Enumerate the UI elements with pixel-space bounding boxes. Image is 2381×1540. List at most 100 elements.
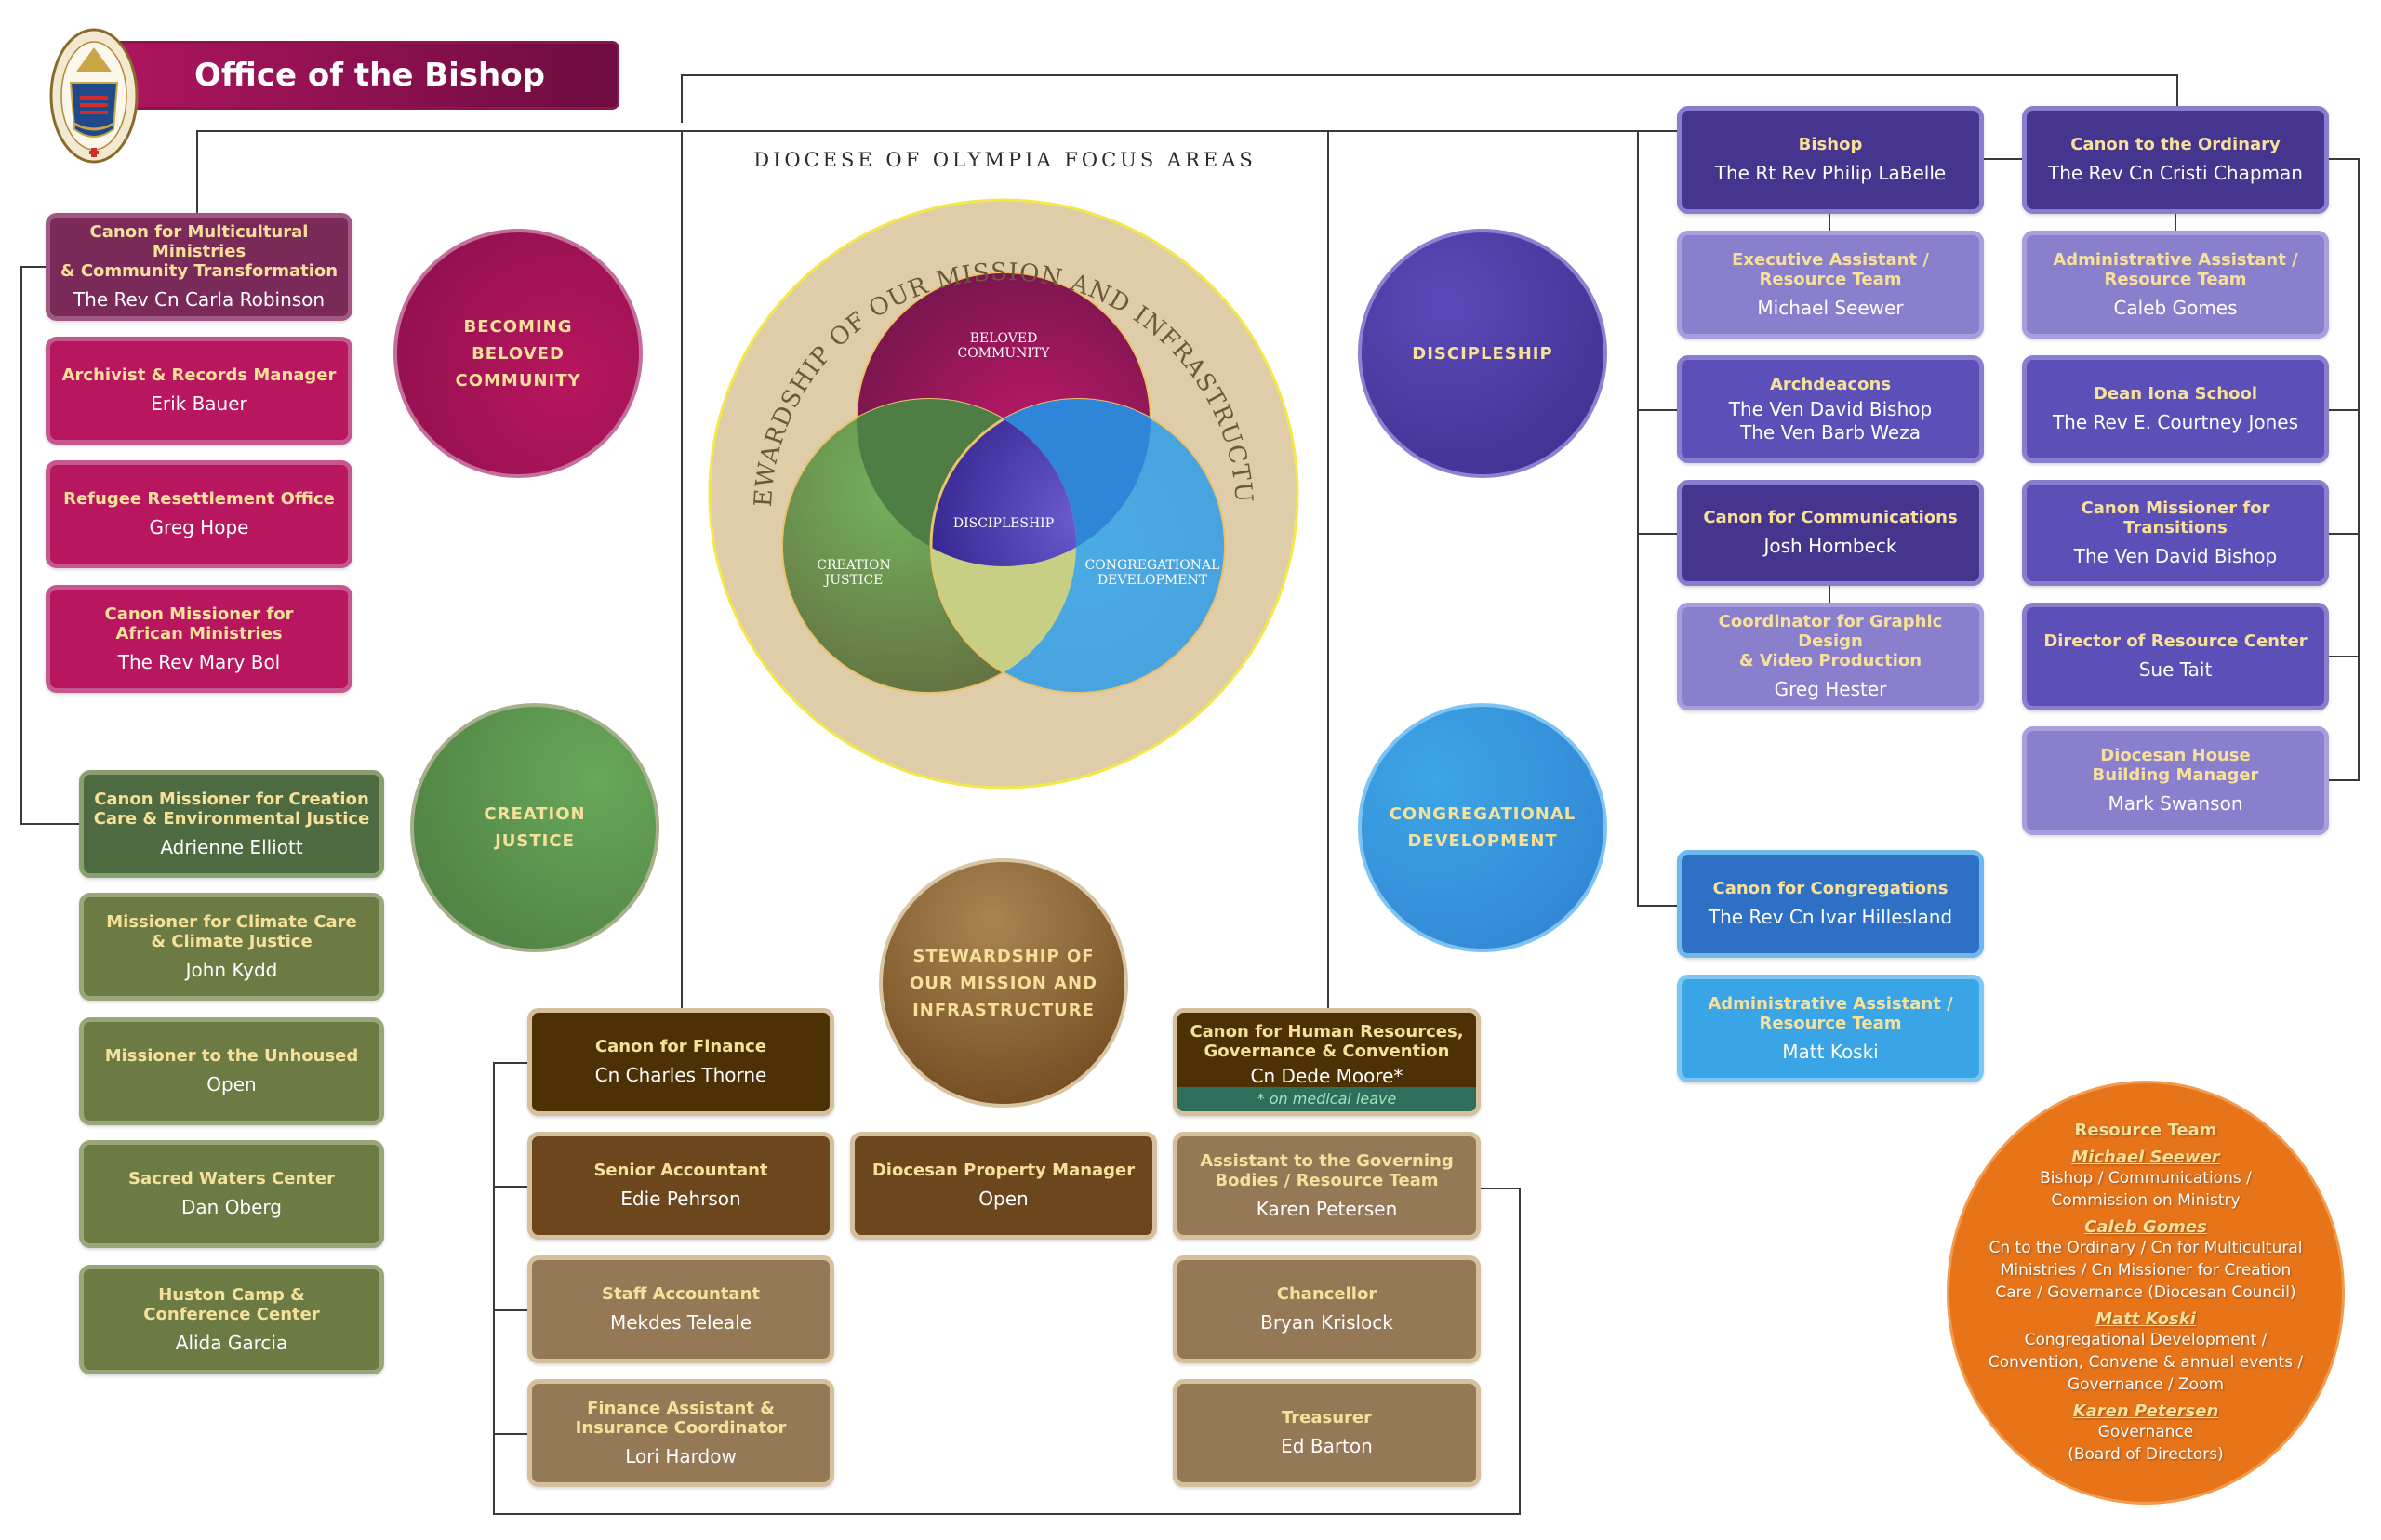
staff-name: Bryan Krislock (1260, 1311, 1393, 1334)
focus-circle-discipleship: DISCIPLESHIP (1358, 229, 1607, 478)
resource-member-name: Karen Petersen (2072, 1401, 2219, 1421)
staff-name: Josh Hornbeck (1763, 535, 1897, 557)
staff-name: Caleb Gomes (2113, 296, 2238, 319)
staff-card-canon-ordinary[interactable]: Canon to the Ordinary The Rev Cn Cristi … (2022, 106, 2329, 214)
role-title: Archdeacons (1769, 374, 1892, 394)
staff-name: The Rt Rev Philip LaBelle (1714, 162, 1947, 184)
staff-card-senior-accountant[interactable]: Senior Accountant Edie Pehrson (527, 1132, 834, 1240)
staff-name: Open (978, 1188, 1029, 1210)
focus-circle-beloved: BECOMING BELOVED COMMUNITY (393, 229, 643, 478)
role-title: Dean Iona School (2093, 384, 2258, 404)
staff-name: John Kydd (185, 958, 278, 981)
venn-diagram: STEWARDSHIP OF OUR MISSION AND INFRASTRU… (706, 196, 1299, 790)
resource-member-roles: Cn to the Ordinary / Cn for Multicultura… (1989, 1238, 2303, 1302)
role-title: Archivist & Records Manager (61, 365, 337, 385)
role-title: Chancellor (1276, 1284, 1377, 1304)
role-title: Bishop (1798, 135, 1863, 154)
resource-member-roles: Bishop / Communications / Commission on … (2040, 1168, 2252, 1210)
focus-circle-label: CREATION JUSTICE (484, 804, 586, 851)
role-title: Refugee Resettlement Office (63, 489, 335, 509)
staff-card-refugee[interactable]: Refugee Resettlement Office Greg Hope (46, 460, 352, 568)
staff-card-canon-congregations[interactable]: Canon for Congregations The Rev Cn Ivar … (1677, 850, 1984, 958)
staff-name: Ed Barton (1281, 1435, 1373, 1457)
staff-card-multicultural[interactable]: Canon for Multicultural Ministries & Com… (46, 213, 352, 321)
staff-name: Adrienne Elliott (160, 835, 303, 858)
role-title: Coordinator for Graphic Design & Video P… (1718, 612, 1943, 670)
staff-name: Edie Pehrson (620, 1188, 741, 1210)
staff-name: The Rev Cn Carla Robinson (73, 288, 326, 311)
staff-card-sacred-waters[interactable]: Sacred Waters Center Dan Oberg (79, 1140, 384, 1248)
staff-name: Dan Oberg (181, 1196, 282, 1218)
focus-circle-congregational: CONGREGATIONAL DEVELOPMENT (1358, 703, 1607, 952)
staff-card-building-manager[interactable]: Diocesan House Building Manager Mark Swa… (2022, 726, 2329, 835)
focus-circle-label: STEWARDSHIP OF OUR MISSION AND INFRASTRU… (909, 946, 1098, 1020)
role-title: Canon for Congregations (1712, 879, 1949, 898)
role-title: Canon to the Ordinary (2070, 135, 2281, 154)
staff-name: Greg Hester (1774, 678, 1887, 700)
staff-card-unhoused[interactable]: Missioner to the Unhoused Open (79, 1017, 384, 1125)
diocesan-seal-icon (48, 27, 140, 165)
role-title: Canon for Finance (594, 1037, 767, 1056)
staff-name: The Ven David Bishop The Ven Barb Weza (1728, 397, 1933, 444)
header-banner: Office of the Bishop (99, 41, 619, 110)
role-title: Diocesan Property Manager (871, 1161, 1136, 1180)
staff-card-chancellor[interactable]: Chancellor Bryan Krislock (1173, 1255, 1481, 1363)
resource-member-name: Caleb Gomes (2084, 1216, 2207, 1237)
focus-areas-title: DIOCESE OF OLYMPIA FOCUS AREAS (753, 149, 1257, 171)
role-title: Staff Accountant (602, 1284, 760, 1304)
role-title: Canon for Human Resources, Governance & … (1190, 1022, 1464, 1061)
venn-label-discipleship: DISCIPLESHIP (952, 516, 1055, 531)
staff-card-canon-hr[interactable]: Canon for Human Resources, Governance & … (1173, 1008, 1481, 1116)
staff-card-huston-camp[interactable]: Huston Camp & Conference Center Alida Ga… (79, 1265, 384, 1374)
staff-card-bishop[interactable]: Bishop The Rt Rev Philip LaBelle (1677, 106, 1984, 214)
staff-card-african-ministries[interactable]: Canon Missioner for African Ministries T… (46, 585, 352, 693)
staff-card-admin-assistant-congregations[interactable]: Administrative Assistant / Resource Team… (1677, 975, 1984, 1082)
role-title: Missioner for Climate Care & Climate Jus… (106, 911, 357, 951)
staff-name: The Rev Cn Cristi Chapman (2048, 162, 2303, 184)
role-title: Canon for Multicultural Ministries & Com… (60, 222, 339, 281)
focus-circle-label: CONGREGATIONAL DEVELOPMENT (1389, 804, 1576, 851)
role-title: Assistant to the Governing Bodies / Reso… (1200, 1150, 1454, 1190)
staff-card-admin-assistant-ordinary[interactable]: Administrative Assistant / Resource Team… (2022, 231, 2329, 339)
staff-card-archivist[interactable]: Archivist & Records Manager Erik Bauer (46, 337, 352, 445)
role-title: Executive Assistant / Resource Team (1732, 249, 1929, 289)
staff-card-transitions[interactable]: Canon Missioner for Transitions The Ven … (2022, 480, 2329, 586)
focus-circle-label: DISCIPLESHIP (1412, 343, 1553, 364)
resource-member-name: Michael Seewer (2071, 1147, 2220, 1167)
staff-name: Cn Charles Thorne (594, 1064, 767, 1086)
staff-card-communications[interactable]: Canon for Communications Josh Hornbeck (1677, 480, 1984, 586)
staff-name: Greg Hope (149, 516, 249, 538)
staff-name: Sue Tait (2138, 658, 2213, 681)
staff-card-climate[interactable]: Missioner for Climate Care & Climate Jus… (79, 893, 384, 1001)
staff-name: Karen Petersen (1256, 1197, 1398, 1220)
role-title: Canon Missioner for African Ministries (104, 604, 294, 644)
resource-member-roles: Congregational Development / Convention,… (1988, 1330, 2304, 1394)
role-title: Canon for Communications (1703, 508, 1958, 527)
staff-card-staff-accountant[interactable]: Staff Accountant Mekdes Teleale (527, 1255, 834, 1363)
staff-card-archdeacons[interactable]: Archdeacons The Ven David Bishop The Ven… (1677, 355, 1984, 463)
staff-card-finance-assistant[interactable]: Finance Assistant & Insurance Coordinato… (527, 1379, 834, 1487)
staff-name: The Rev E. Courtney Jones (2052, 411, 2299, 433)
resource-team-oval: Resource Team Michael Seewer Bishop / Co… (1947, 1081, 2345, 1505)
staff-name: Alida Garcia (175, 1331, 288, 1354)
staff-card-iona-school[interactable]: Dean Iona School The Rev E. Courtney Jon… (2022, 355, 2329, 463)
staff-card-creation-care[interactable]: Canon Missioner for Creation Care & Envi… (79, 770, 384, 878)
staff-card-resource-center[interactable]: Director of Resource Center Sue Tait (2022, 603, 2329, 710)
staff-card-executive-assistant[interactable]: Executive Assistant / Resource Team Mich… (1677, 231, 1984, 339)
staff-card-treasurer[interactable]: Treasurer Ed Barton (1173, 1379, 1481, 1487)
staff-name: Lori Hardow (625, 1444, 737, 1467)
role-title: Diocesan House Building Manager (2092, 746, 2259, 785)
role-title: Canon Missioner for Creation Care & Envi… (93, 789, 370, 829)
staff-card-canon-finance[interactable]: Canon for Finance Cn Charles Thorne (527, 1008, 834, 1116)
staff-card-governing-bodies[interactable]: Assistant to the Governing Bodies / Reso… (1173, 1132, 1481, 1240)
staff-name: Erik Bauer (151, 392, 247, 415)
resource-team-title: Resource Team (2074, 1120, 2217, 1140)
role-title: Missioner to the Unhoused (104, 1046, 359, 1066)
staff-card-property-manager[interactable]: Diocesan Property Manager Open (850, 1132, 1157, 1240)
role-title: Administrative Assistant / Resource Team (1708, 993, 1953, 1033)
staff-name: Michael Seewer (1757, 296, 1904, 319)
focus-circle-label: BECOMING BELOVED COMMUNITY (455, 316, 581, 391)
staff-card-graphic-design[interactable]: Coordinator for Graphic Design & Video P… (1677, 603, 1984, 710)
staff-name: Open (206, 1073, 257, 1095)
venn-label-congregational: CONGREGATIONAL DEVELOPMENT (1084, 558, 1220, 588)
